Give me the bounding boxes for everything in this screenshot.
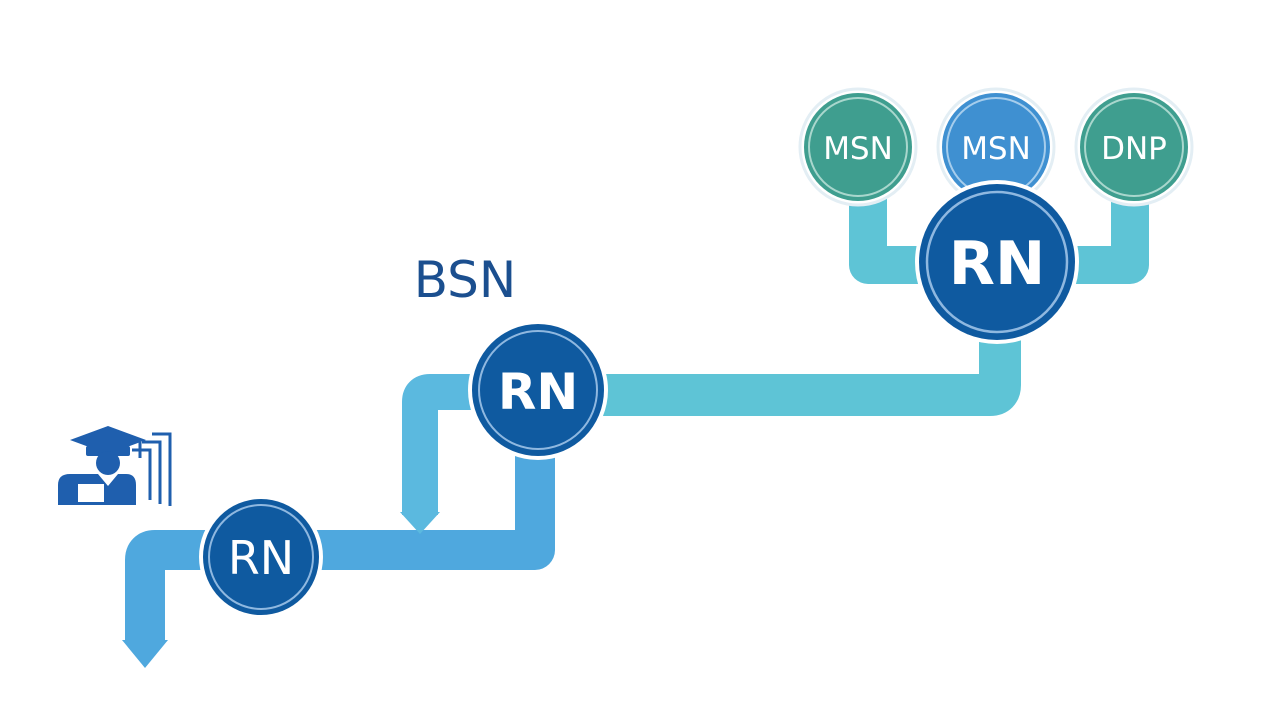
advanced-degree-label: DNP [1101, 131, 1167, 167]
down-arrow-branch [400, 512, 440, 534]
advanced-degree-label: MSN [961, 131, 1031, 167]
advanced-degree-node-3: DNP [1074, 87, 1194, 207]
rn-node-label: RN [498, 363, 578, 421]
rn-node-bsn: RN [468, 320, 608, 460]
advanced-degree-node-2: MSN [936, 87, 1056, 207]
advanced-degree-node-1: MSN [798, 87, 918, 207]
rn-node-entry: RN [199, 495, 323, 619]
path-segment-branch [402, 374, 537, 515]
graduate-icon [58, 426, 172, 506]
down-arrow-left [122, 640, 168, 668]
rn-node-label: RN [228, 531, 294, 585]
stage-label-bsn: BSN [414, 251, 517, 309]
advanced-degree-label: MSN [823, 131, 893, 167]
path-segment-2 [540, 265, 1021, 416]
path-segment-1 [125, 390, 555, 640]
rn-node-advanced: RN [915, 180, 1079, 344]
rn-node-label: RN [949, 229, 1045, 299]
